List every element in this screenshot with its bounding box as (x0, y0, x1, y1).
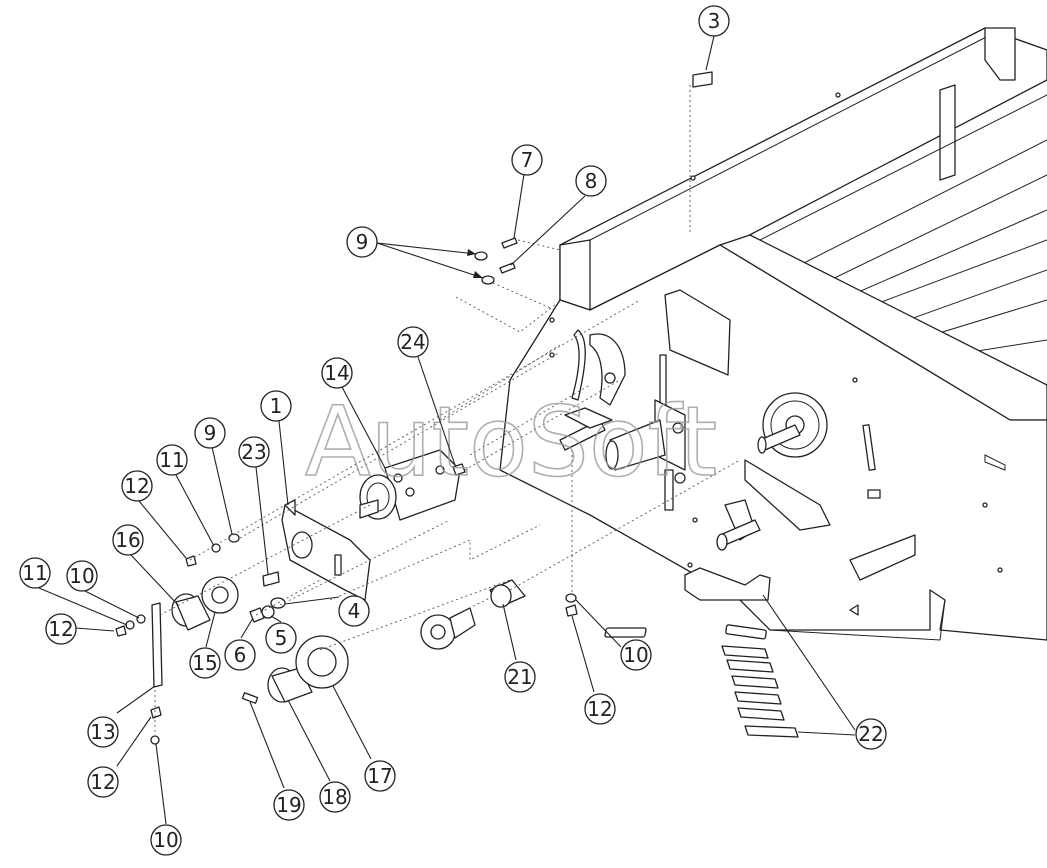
svg-text:12: 12 (48, 617, 73, 641)
callout-10-lower: 10 (150, 824, 182, 856)
callout-11-left: 11 (19, 557, 51, 589)
leader-lines (38, 35, 856, 825)
svg-text:19: 19 (276, 793, 301, 817)
callout-5: 5 (265, 622, 297, 654)
callout-14: 14 (321, 357, 353, 389)
hydraulic-motor (359, 449, 461, 521)
svg-text:15: 15 (192, 651, 217, 675)
callout-1: 1 (260, 390, 292, 422)
shim-plates (604, 624, 799, 738)
callout-9-lower: 9 (194, 417, 226, 449)
callout-4: 4 (338, 595, 370, 627)
callout-24: 24 (397, 326, 429, 358)
callout-10-center: 10 (620, 639, 652, 671)
svg-text:12: 12 (124, 474, 149, 498)
callout-11: 11 (156, 444, 188, 476)
svg-text:4: 4 (348, 599, 361, 623)
svg-text:5: 5 (275, 626, 288, 650)
frame-assembly (499, 27, 1047, 641)
callout-3: 3 (698, 5, 730, 37)
callout-22: 22 (855, 718, 887, 750)
svg-text:3: 3 (708, 9, 721, 33)
assembly-lines (154, 85, 741, 735)
svg-text:9: 9 (356, 230, 369, 254)
callout-8: 8 (575, 165, 607, 197)
svg-text:22: 22 (858, 722, 883, 746)
mount-plate (281, 499, 371, 601)
callout-12-lower: 12 (87, 766, 119, 798)
svg-text:8: 8 (585, 169, 598, 193)
callout-16: 16 (112, 524, 144, 556)
callout-19: 19 (273, 789, 305, 821)
svg-text:14: 14 (324, 361, 349, 385)
svg-text:18: 18 (322, 785, 347, 809)
svg-text:11: 11 (159, 448, 184, 472)
svg-text:10: 10 (153, 828, 178, 852)
svg-text:1: 1 (270, 394, 283, 418)
svg-text:10: 10 (623, 643, 648, 667)
svg-text:16: 16 (115, 528, 140, 552)
callout-12-center: 12 (584, 693, 616, 725)
svg-text:23: 23 (241, 440, 266, 464)
callout-23: 23 (238, 436, 270, 468)
svg-text:12: 12 (90, 770, 115, 794)
svg-text:9: 9 (204, 421, 217, 445)
svg-text:11: 11 (22, 561, 47, 585)
svg-text:17: 17 (367, 764, 392, 788)
callout-13: 13 (87, 716, 119, 748)
svg-text:21: 21 (507, 665, 532, 689)
svg-text:6: 6 (234, 643, 247, 667)
callout-15: 15 (189, 647, 221, 679)
callout-7: 7 (511, 144, 543, 176)
small-hardware (115, 71, 713, 745)
svg-text:7: 7 (521, 148, 534, 172)
svg-text:13: 13 (90, 720, 115, 744)
svg-text:12: 12 (587, 697, 612, 721)
callout-17: 17 (364, 760, 396, 792)
callout-9: 9 (346, 226, 378, 258)
callout-18: 18 (319, 781, 351, 813)
callout-12: 12 (121, 470, 153, 502)
callout-10: 10 (66, 560, 98, 592)
svg-text:24: 24 (400, 330, 425, 354)
callout-6: 6 (224, 639, 256, 671)
callout-21: 21 (504, 661, 536, 693)
watermark-text: AutoSoft (305, 386, 717, 498)
callout-12-left: 12 (45, 613, 77, 645)
svg-text:10: 10 (69, 564, 94, 588)
callouts: 3 7 8 9 24 14 1 9 23 11 12 16 11 10 12 1… (19, 5, 887, 856)
